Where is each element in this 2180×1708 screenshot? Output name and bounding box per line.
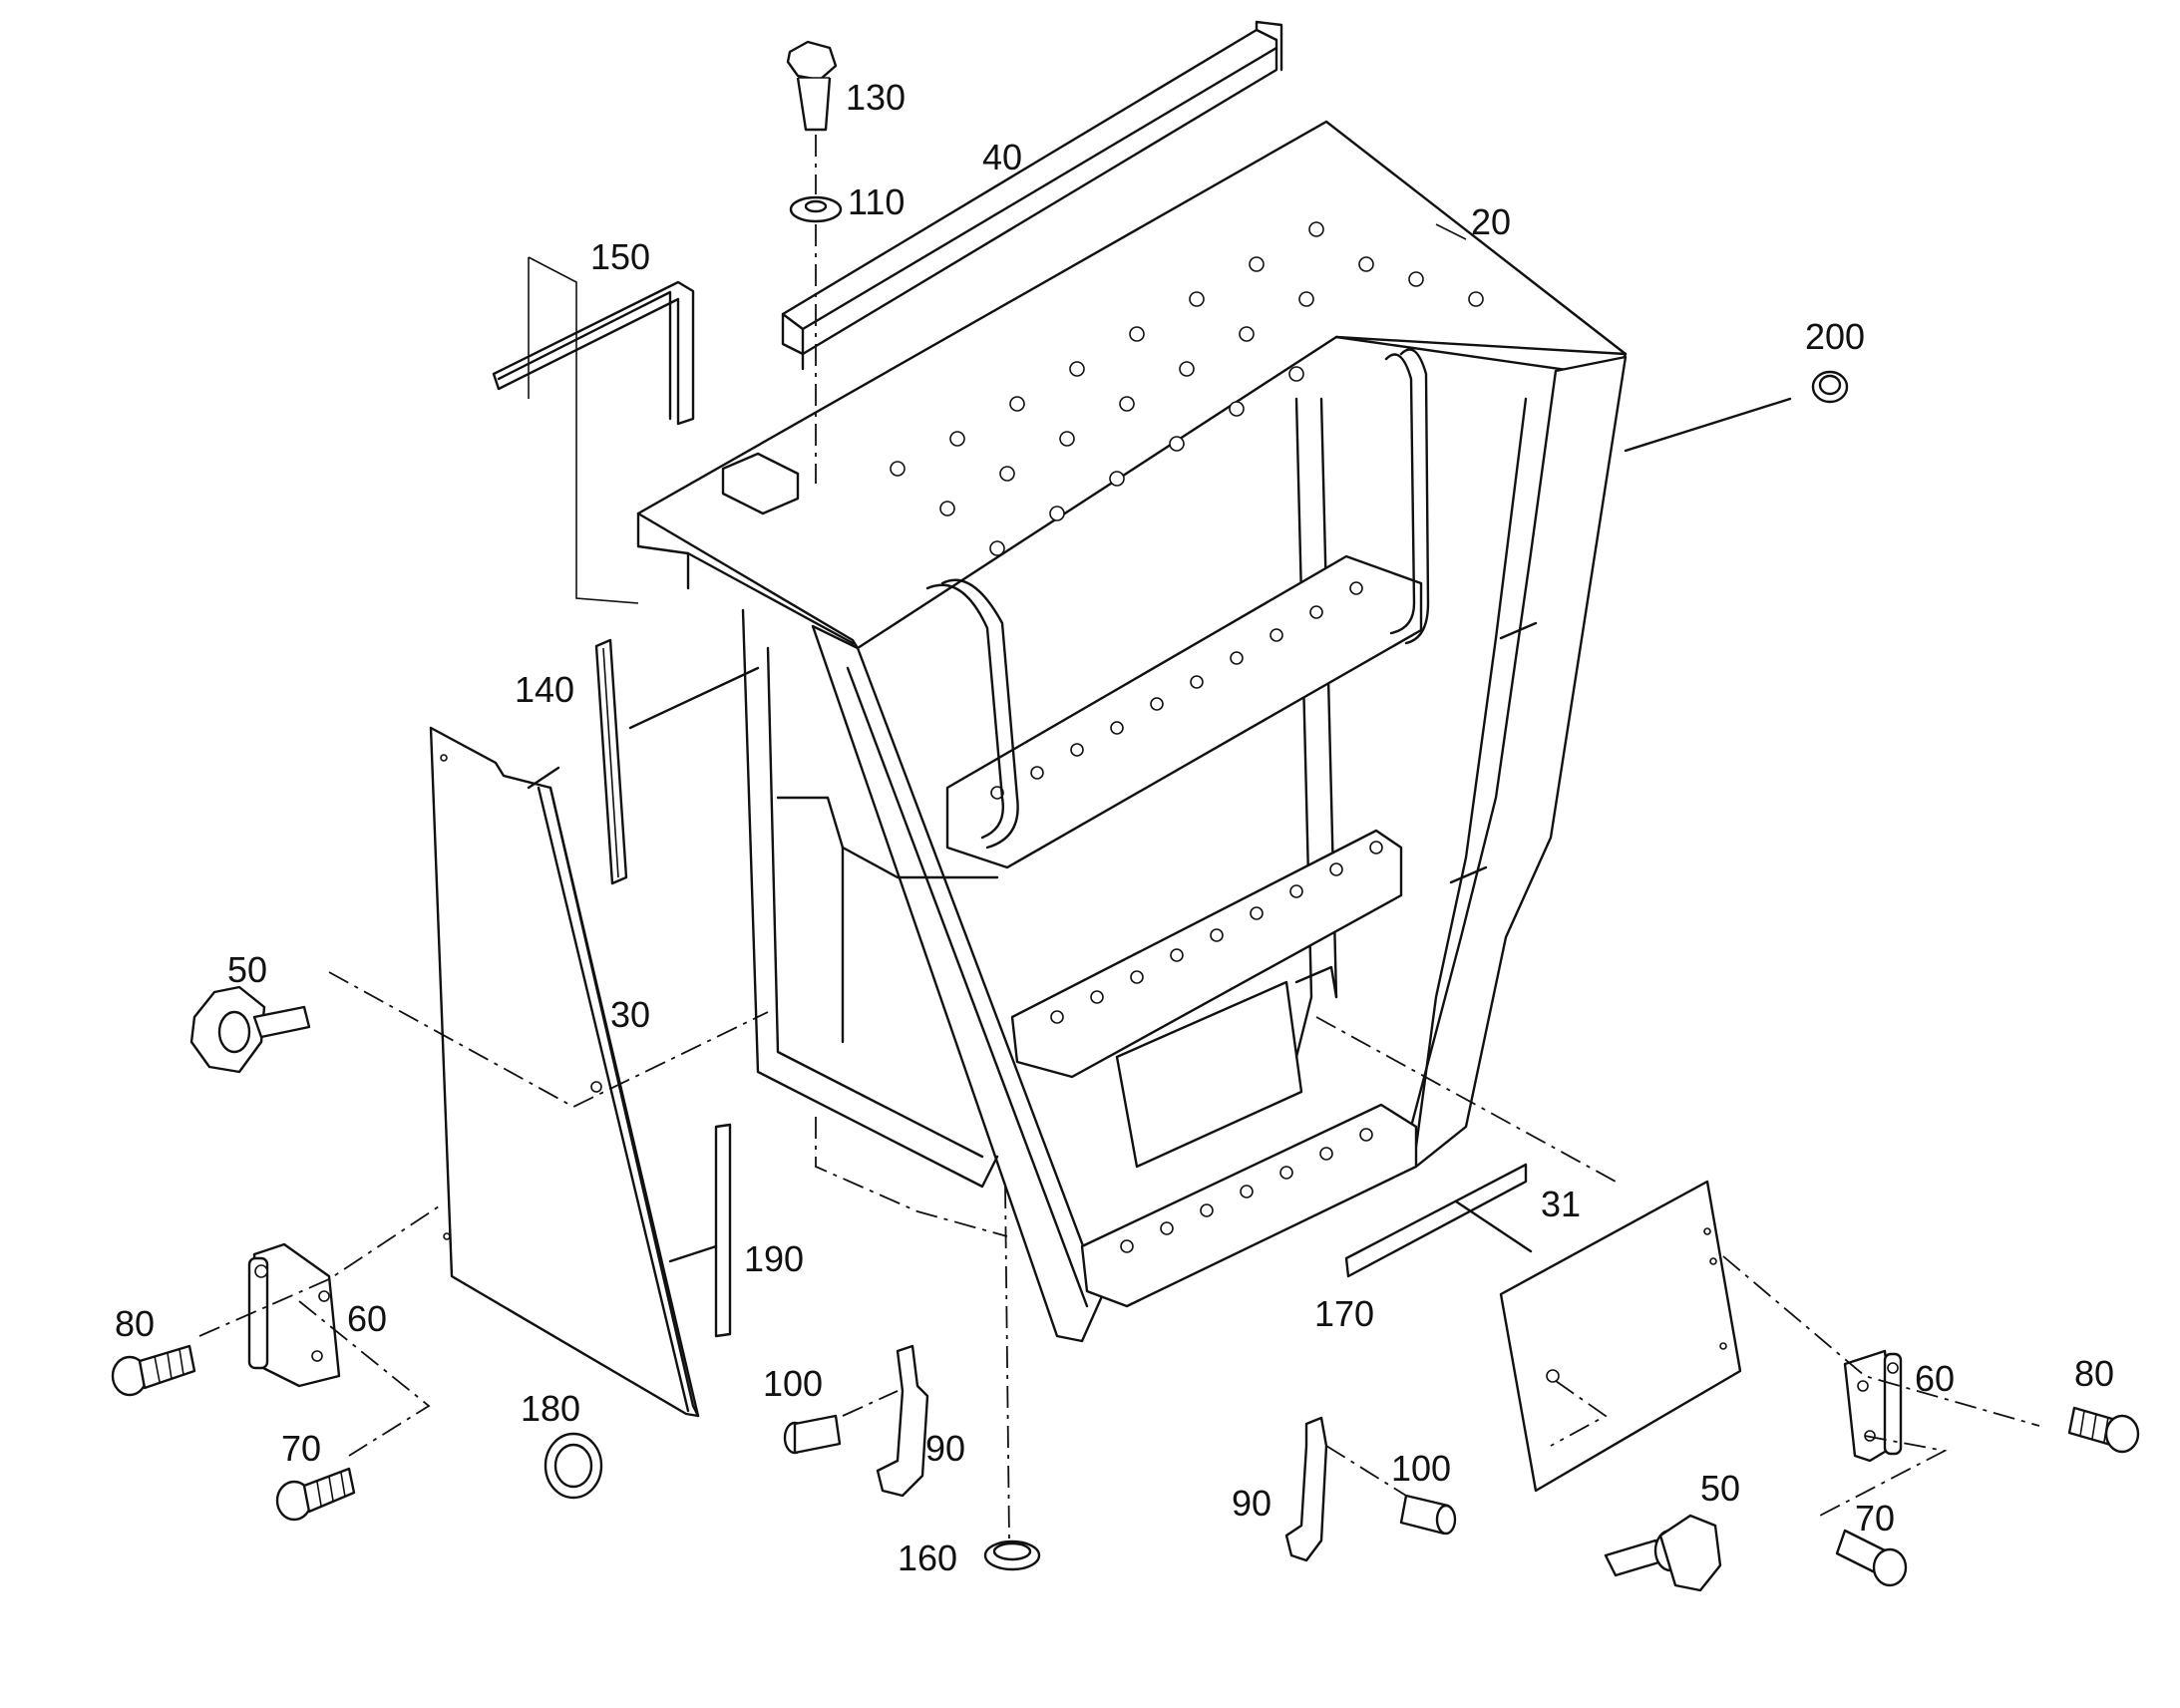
label-70-right: 70 bbox=[1855, 1498, 1895, 1538]
side-panel-part-30 bbox=[429, 726, 700, 1418]
label-110: 110 bbox=[848, 181, 905, 222]
bracket-part-90-right bbox=[1284, 1416, 1328, 1562]
pin-part-100-left bbox=[783, 1414, 842, 1455]
bolt-130 bbox=[786, 40, 838, 132]
label-30: 30 bbox=[610, 994, 650, 1035]
label-60-left: 60 bbox=[347, 1298, 387, 1339]
panel-31-axis-lower bbox=[1550, 1380, 1608, 1447]
pin-100-left-axis bbox=[842, 1390, 899, 1417]
label-60-right: 60 bbox=[1915, 1358, 1955, 1399]
label-140: 140 bbox=[515, 669, 574, 710]
plug-part-160 bbox=[983, 1539, 1041, 1571]
label-50-right: 50 bbox=[1700, 1468, 1740, 1509]
hinge-right-axis-lower bbox=[1819, 1435, 1948, 1517]
grommet-part-180 bbox=[544, 1432, 603, 1500]
label-160: 160 bbox=[898, 1537, 957, 1578]
part-labels: 130 40 110 20 150 200 140 50 30 31 190 1… bbox=[115, 77, 2114, 1578]
label-190: 190 bbox=[744, 1238, 804, 1279]
frame-lower-dash bbox=[815, 1117, 1008, 1237]
strip-part-170 bbox=[1344, 1163, 1528, 1278]
hinge-left-axis-lower bbox=[298, 1300, 431, 1457]
hinge-left-axis-upper bbox=[198, 1205, 440, 1337]
side-panel-part-31 bbox=[1499, 1180, 1742, 1493]
label-200: 200 bbox=[1805, 316, 1865, 357]
leader-140 bbox=[628, 666, 760, 730]
screw-part-70-left bbox=[275, 1467, 356, 1522]
profile-part-150 bbox=[492, 256, 695, 604]
label-40: 40 bbox=[982, 137, 1022, 177]
label-31: 31 bbox=[1541, 1184, 1581, 1224]
washer-110 bbox=[789, 195, 843, 223]
label-90-right: 90 bbox=[1232, 1483, 1272, 1524]
screw-part-80-right bbox=[2067, 1406, 2140, 1454]
label-20: 20 bbox=[1471, 201, 1511, 242]
pin-part-100-right bbox=[1399, 1494, 1457, 1536]
leader-200 bbox=[1624, 397, 1792, 453]
pin-100-right-axis bbox=[1325, 1445, 1407, 1497]
leader-lines bbox=[1435, 223, 1467, 240]
label-80-right: 80 bbox=[2074, 1353, 2114, 1394]
hinge-part-60-right bbox=[1843, 1349, 1903, 1463]
label-130: 130 bbox=[846, 77, 906, 118]
label-180: 180 bbox=[521, 1388, 580, 1429]
label-90-left: 90 bbox=[925, 1428, 965, 1469]
bracket-part-90-left bbox=[876, 1344, 929, 1498]
label-80-left: 80 bbox=[115, 1303, 155, 1344]
screw-part-80-left bbox=[111, 1344, 196, 1397]
latch-50-left-axis bbox=[328, 971, 769, 1109]
label-70-left: 70 bbox=[281, 1428, 321, 1469]
leader-170 bbox=[1454, 1199, 1533, 1253]
label-50-left: 50 bbox=[227, 949, 267, 990]
hinge-right-axis-upper bbox=[1722, 1255, 2040, 1427]
screw-part-70-right bbox=[1835, 1529, 1908, 1587]
rail-part-40 bbox=[781, 20, 1283, 371]
ladder-frame bbox=[636, 120, 1628, 1343]
latch-part-50-left bbox=[189, 985, 311, 1074]
label-100-left: 100 bbox=[763, 1363, 823, 1404]
label-100-right: 100 bbox=[1391, 1448, 1451, 1489]
hinge-part-60-left bbox=[247, 1242, 341, 1388]
label-150: 150 bbox=[590, 236, 650, 277]
latch-part-50-right bbox=[1604, 1514, 1722, 1592]
label-170: 170 bbox=[1314, 1293, 1374, 1334]
strip-part-190 bbox=[714, 1123, 732, 1338]
plug-part-200 bbox=[1811, 370, 1849, 404]
panel-30-guide bbox=[527, 766, 560, 790]
leader-190 bbox=[668, 1244, 718, 1263]
strip-part-140 bbox=[594, 638, 628, 885]
plug-160-axis bbox=[1004, 1186, 1010, 1541]
panel-31-axis-upper bbox=[1315, 1016, 1617, 1183]
